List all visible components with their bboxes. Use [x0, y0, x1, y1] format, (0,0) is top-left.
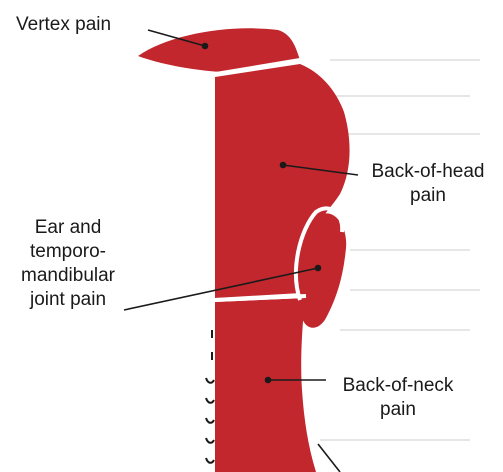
back-of-head-label-line-2: pain — [360, 184, 496, 208]
back-of-head-label-line-1: Back-of-head — [360, 160, 496, 184]
ear-tmj-pain-label: Ear and temporo- mandibular joint pain — [14, 216, 122, 312]
back-of-neck-leader-dot — [266, 378, 271, 383]
ear-label-line-1: Ear and — [14, 216, 122, 240]
spine-mark — [206, 418, 214, 423]
back-of-head-pain-label: Back-of-head pain — [360, 160, 496, 208]
vertex-leader-dot — [203, 44, 208, 49]
spine-marks — [206, 330, 214, 463]
spine-mark — [206, 398, 214, 403]
ear-leader-dot — [316, 266, 321, 271]
back-of-neck-region — [215, 298, 316, 472]
ear-label-line-2: temporo- — [14, 240, 122, 264]
ear-label-line-3: mandibular — [14, 264, 122, 288]
spine-mark — [206, 458, 214, 463]
back-of-head-leader-dot — [281, 163, 286, 168]
vertex-pain-label: Vertex pain — [16, 13, 111, 37]
vertex-pain-label-line: Vertex pain — [16, 13, 111, 37]
back-of-neck-pain-label: Back-of-neck pain — [328, 374, 468, 422]
ear-label-line-4: joint pain — [14, 288, 122, 312]
back-of-neck-label-line-2: pain — [328, 398, 468, 422]
spine-mark — [206, 378, 214, 383]
neck-bottom-leader — [318, 444, 340, 472]
back-of-neck-label-line-1: Back-of-neck — [328, 374, 468, 398]
spine-mark — [206, 438, 214, 443]
